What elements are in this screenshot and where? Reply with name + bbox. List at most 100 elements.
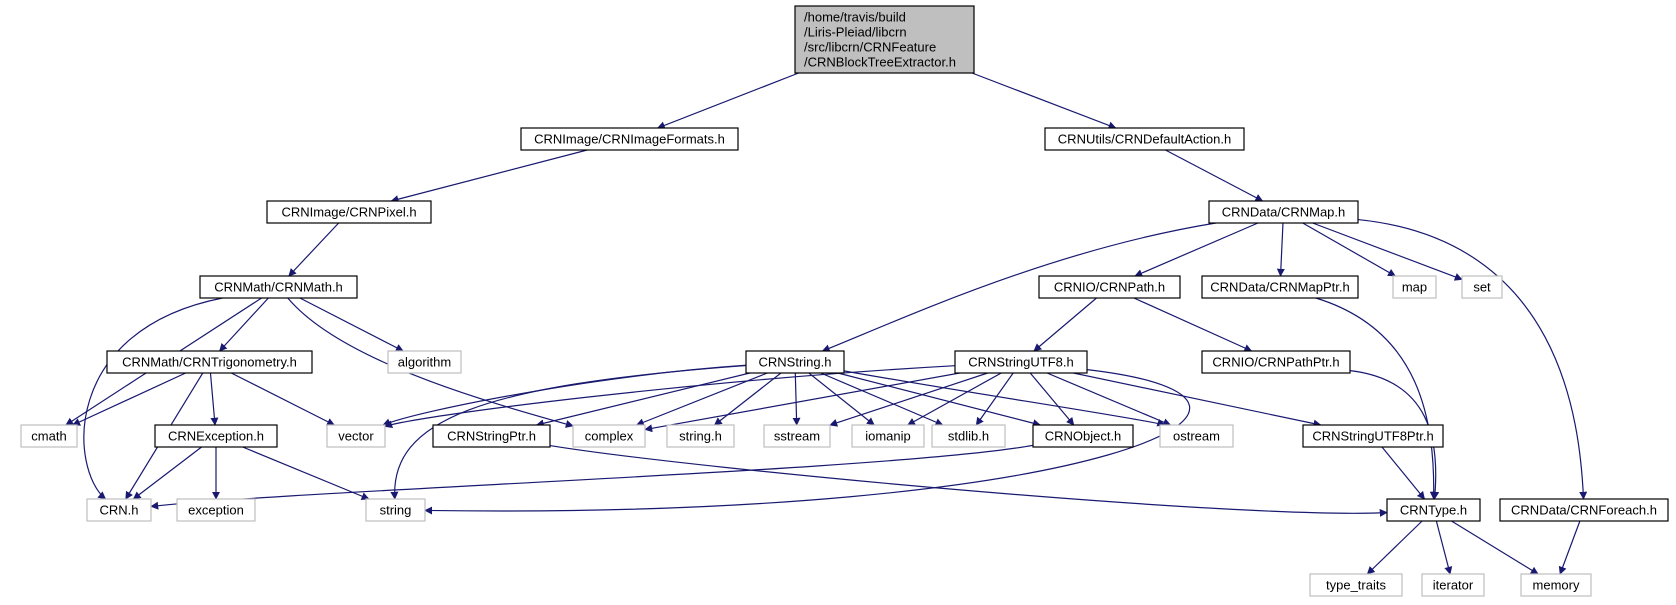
node-crnmap[interactable]: CRNData/CRNMap.h bbox=[1208, 200, 1359, 224]
edge-trig-to-cmath bbox=[72, 372, 186, 426]
node-box bbox=[387, 350, 462, 374]
edge-trig-to-exception_h bbox=[209, 372, 219, 426]
node-stringh: string.h bbox=[666, 424, 735, 448]
node-crnpath[interactable]: CRNIO/CRNPath.h bbox=[1038, 275, 1181, 299]
edge-utf8-to-utf8ptr bbox=[1073, 372, 1322, 428]
edge-crnstring-to-crnobject bbox=[837, 372, 1041, 428]
edge-utf8-to-string bbox=[424, 369, 1191, 515]
node-label: string bbox=[380, 503, 412, 518]
node-label: CRNMath/CRNMath.h bbox=[214, 280, 343, 295]
node-label: CRNStringUTF8Ptr.h bbox=[1312, 429, 1433, 444]
edge-defaultaction-to-crnmap bbox=[1165, 149, 1264, 202]
edge-exception_h-to-crnh bbox=[132, 446, 202, 500]
node-cmath: cmath bbox=[20, 424, 78, 448]
node-label: CRNData/CRNForeach.h bbox=[1511, 503, 1657, 518]
edge-utf8-to-iomanip bbox=[907, 372, 1002, 426]
node-label: CRNIO/CRNPathPtr.h bbox=[1212, 355, 1339, 370]
node-defaultaction[interactable]: CRNUtils/CRNDefaultAction.h bbox=[1044, 127, 1245, 151]
node-sstream: sstream bbox=[763, 424, 831, 448]
node-label: ostream bbox=[1173, 429, 1220, 444]
edge-crnmath-to-complex bbox=[287, 297, 574, 428]
edge-crnmap-to-set bbox=[1312, 222, 1463, 281]
node-map: map bbox=[1392, 275, 1437, 299]
node-box bbox=[851, 424, 925, 448]
node-string: string bbox=[365, 498, 426, 522]
node-type_traits: type_traits bbox=[1309, 573, 1403, 597]
node-box bbox=[763, 424, 831, 448]
node-box bbox=[1520, 573, 1592, 597]
node-box bbox=[520, 127, 739, 151]
edge-crnmap-to-crnstring bbox=[821, 222, 1217, 353]
edge-utf8-to-crnobject bbox=[1029, 372, 1075, 426]
node-label: CRNObject.h bbox=[1045, 429, 1122, 444]
node-complex: complex bbox=[572, 424, 646, 448]
node-box bbox=[931, 424, 1006, 448]
node-imageformats[interactable]: CRNImage/CRNImageFormats.h bbox=[520, 127, 739, 151]
edge-crnmap-to-foreach bbox=[1357, 218, 1588, 500]
node-crnstring[interactable]: CRNString.h bbox=[745, 350, 845, 374]
node-label: sstream bbox=[774, 429, 820, 444]
node-label: exception bbox=[188, 503, 244, 518]
node-label: CRNIO/CRNPath.h bbox=[1054, 280, 1165, 295]
node-label: CRNUtils/CRNDefaultAction.h bbox=[1058, 132, 1231, 147]
edge-crntype-to-memory bbox=[1451, 520, 1539, 575]
node-box bbox=[1201, 350, 1351, 374]
node-trig[interactable]: CRNMath/CRNTrigonometry.h bbox=[106, 350, 313, 374]
edge-foreach-to-memory bbox=[1558, 520, 1581, 575]
edge-utf8-to-ostream bbox=[1046, 372, 1172, 426]
node-box bbox=[199, 275, 358, 299]
node-layer: /home/travis/build/Liris-Pleiad/libcrn/s… bbox=[20, 5, 1669, 597]
node-box bbox=[794, 5, 975, 74]
node-foreach[interactable]: CRNData/CRNForeach.h bbox=[1499, 498, 1669, 522]
node-vector: vector bbox=[326, 424, 386, 448]
node-exception_h[interactable]: CRNException.h bbox=[154, 424, 278, 448]
node-label: /home/travis/build bbox=[804, 10, 906, 25]
node-root[interactable]: /home/travis/build/Liris-Pleiad/libcrn/s… bbox=[794, 5, 975, 74]
edge-crnpath-to-utf8 bbox=[1033, 297, 1097, 352]
node-memory: memory bbox=[1520, 573, 1592, 597]
node-box bbox=[326, 424, 386, 448]
node-crntype[interactable]: CRNType.h bbox=[1386, 498, 1481, 522]
edge-utf8-to-stdlib bbox=[975, 372, 1014, 426]
node-label: stdlib.h bbox=[948, 429, 989, 444]
node-label: type_traits bbox=[1326, 578, 1386, 593]
edge-exception_h-to-string bbox=[242, 446, 370, 500]
node-label: CRNException.h bbox=[168, 429, 264, 444]
edge-utf8-to-vector bbox=[384, 365, 956, 429]
node-stdlib: stdlib.h bbox=[931, 424, 1006, 448]
node-pathptr[interactable]: CRNIO/CRNPathPtr.h bbox=[1201, 350, 1351, 374]
edge-crnobject-to-crnh bbox=[150, 444, 1034, 510]
edge-crnstring-to-stdlib bbox=[820, 372, 944, 426]
node-label: CRNMath/CRNTrigonometry.h bbox=[122, 355, 297, 370]
edge-layer bbox=[65, 72, 1588, 575]
node-utf8[interactable]: CRNStringUTF8.h bbox=[954, 350, 1088, 374]
node-ostream: ostream bbox=[1159, 424, 1234, 448]
node-box bbox=[1044, 127, 1245, 151]
edge-root-to-defaultaction bbox=[971, 72, 1117, 130]
node-label: string.h bbox=[679, 429, 722, 444]
node-crnmath[interactable]: CRNMath/CRNMath.h bbox=[199, 275, 358, 299]
edge-crnmath-to-crnh bbox=[83, 297, 223, 500]
node-crnobject[interactable]: CRNObject.h bbox=[1032, 424, 1134, 448]
node-utf8ptr[interactable]: CRNStringUTF8Ptr.h bbox=[1302, 424, 1444, 448]
edge-crnpath-to-pathptr bbox=[1133, 297, 1253, 352]
node-set: set bbox=[1461, 275, 1503, 299]
edge-crnstring-to-iomanip bbox=[808, 372, 875, 426]
node-mapptr[interactable]: CRNData/CRNMapPtr.h bbox=[1201, 275, 1359, 299]
node-label: CRNData/CRNMap.h bbox=[1222, 205, 1346, 220]
node-label: cmath bbox=[31, 429, 66, 444]
node-stringptr[interactable]: CRNStringPtr.h bbox=[432, 424, 551, 448]
node-label: CRNImage/CRNPixel.h bbox=[281, 205, 416, 220]
edge-crnstring-to-stringptr bbox=[535, 372, 751, 428]
node-label: iterator bbox=[1433, 578, 1474, 593]
edge-pixel-to-crnmath bbox=[288, 222, 340, 277]
edge-crnmap-to-crnpath bbox=[1134, 222, 1259, 277]
edge-trig-to-vector bbox=[231, 372, 335, 426]
node-label: CRNImage/CRNImageFormats.h bbox=[534, 132, 725, 147]
node-algorithm: algorithm bbox=[387, 350, 462, 374]
node-label: CRNString.h bbox=[759, 355, 832, 370]
node-pixel[interactable]: CRNImage/CRNPixel.h bbox=[266, 200, 432, 224]
edge-crnmap-to-map bbox=[1302, 222, 1396, 277]
edge-crntype-to-type_traits bbox=[1366, 520, 1423, 575]
